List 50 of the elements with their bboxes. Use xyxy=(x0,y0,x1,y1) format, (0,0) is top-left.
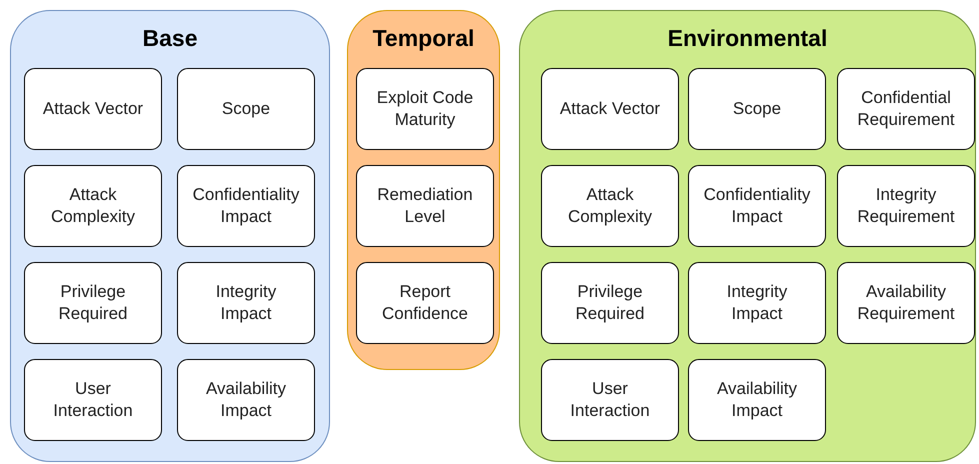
metric-label: Privilege Required xyxy=(574,281,646,325)
metric-label: Attack Vector xyxy=(42,98,144,120)
metric-label: Confidentiality Impact xyxy=(192,184,300,228)
metric-box xyxy=(177,165,315,247)
panel-heading: Environmental xyxy=(666,25,828,52)
group-panel xyxy=(347,10,500,370)
metric-label: Report Confidence xyxy=(380,281,469,325)
metric-box xyxy=(24,165,162,247)
group-panel xyxy=(519,10,976,462)
metric-label: Availability Impact xyxy=(204,378,287,422)
metric-box xyxy=(177,359,315,441)
metric-label: Integrity Impact xyxy=(214,281,278,325)
group-panel xyxy=(10,10,330,462)
metric-label: Attack Complexity xyxy=(50,184,136,228)
metric-box xyxy=(24,359,162,441)
metric-label: Integrity Impact xyxy=(726,281,788,325)
metric-label: User Interaction xyxy=(52,378,134,422)
metric-box xyxy=(177,68,315,150)
metric-label: Confidentiality Impact xyxy=(704,184,810,228)
metric-label: Confidential Requirement xyxy=(856,87,956,131)
metric-box xyxy=(688,359,826,441)
metric-box xyxy=(24,262,162,344)
metric-box xyxy=(24,68,162,150)
metric-label: Availability Requirement xyxy=(856,281,956,325)
metric-label: Scope xyxy=(732,98,782,120)
metric-box xyxy=(688,68,826,150)
metric-box xyxy=(688,262,826,344)
metric-box xyxy=(177,262,315,344)
metric-label: Privilege Required xyxy=(58,281,128,325)
metric-label: Attack Complexity xyxy=(566,184,654,228)
metric-label: Remediation Level xyxy=(376,184,474,228)
metric-box xyxy=(541,68,679,150)
metric-label: Exploit Code Maturity xyxy=(376,87,474,131)
panel-heading: Temporal xyxy=(372,25,476,52)
panel-heading: Base xyxy=(142,25,198,52)
metric-label: Integrity Requirement xyxy=(856,184,956,228)
metric-box xyxy=(688,165,826,247)
metric-box xyxy=(356,262,494,344)
metric-box xyxy=(541,359,679,441)
metric-label: Availability Impact xyxy=(716,378,798,422)
metric-label: Scope xyxy=(222,98,270,120)
metric-box xyxy=(837,262,975,344)
metric-box xyxy=(541,165,679,247)
metric-box xyxy=(356,165,494,247)
metric-box xyxy=(837,68,975,150)
metric-box xyxy=(356,68,494,150)
metric-box xyxy=(541,262,679,344)
metric-label: User Interaction xyxy=(569,378,651,422)
metric-label: Attack Vector xyxy=(560,98,660,120)
metric-box xyxy=(837,165,975,247)
